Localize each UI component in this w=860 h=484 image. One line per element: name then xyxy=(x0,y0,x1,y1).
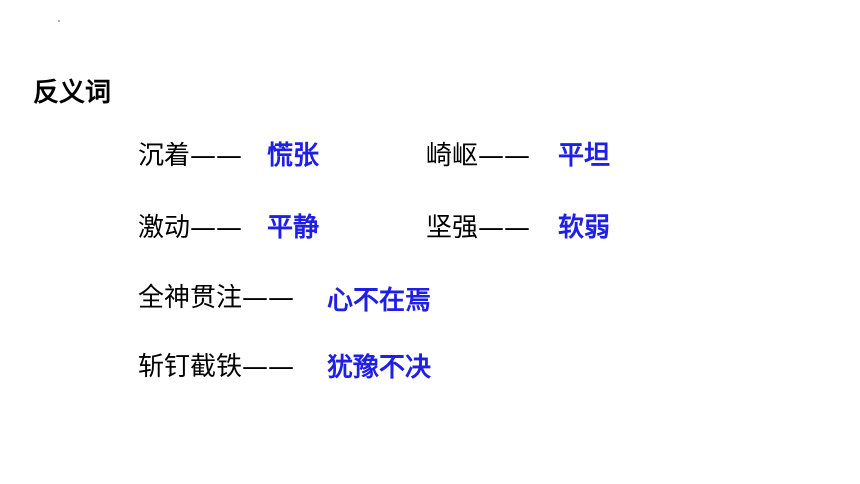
pair-term: 全神贯注 xyxy=(138,283,243,313)
pair-term: 斩钉截铁 xyxy=(138,352,243,382)
pair-answer-quanshenguanzhu: 心不在焉 xyxy=(327,284,431,318)
pair-dash: —— xyxy=(242,283,295,313)
pair-term: 崎岖 xyxy=(426,141,479,171)
pair-quanshenguanzhu: 全神贯注—— xyxy=(138,281,294,315)
pair-answer-chenzhuo: 慌张 xyxy=(267,139,319,173)
pair-answer-qiqu: 平坦 xyxy=(558,139,610,173)
decorative-dot xyxy=(58,20,60,22)
pair-answer-zhandingjietie: 犹豫不决 xyxy=(327,351,431,385)
pair-zhandingjietie: 斩钉截铁—— xyxy=(138,350,294,384)
pair-answer: 平坦 xyxy=(558,141,611,171)
pair-chenzhuo: 沉着—— xyxy=(138,139,242,173)
pair-qiqu: 崎岖—— xyxy=(426,139,530,173)
pair-jianqiang: 坚强—— xyxy=(426,211,530,245)
pair-answer-jianqiang: 软弱 xyxy=(558,211,610,245)
pair-answer: 平静 xyxy=(267,213,320,243)
page-title: 反义词 xyxy=(33,78,112,108)
pair-dash: —— xyxy=(190,141,243,171)
pair-dash: —— xyxy=(190,213,243,243)
pair-answer: 软弱 xyxy=(558,213,611,243)
pair-dash: —— xyxy=(478,213,531,243)
pair-answer-jidong: 平静 xyxy=(267,211,319,245)
pair-term: 坚强 xyxy=(426,213,479,243)
pair-term: 沉着 xyxy=(138,141,191,171)
pair-answer: 心不在焉 xyxy=(327,286,432,316)
pair-dash: —— xyxy=(478,141,531,171)
pair-answer: 犹豫不决 xyxy=(327,353,432,383)
pair-jidong: 激动—— xyxy=(138,211,242,245)
pair-dash: —— xyxy=(242,352,295,382)
pair-term: 激动 xyxy=(138,213,191,243)
pair-answer: 慌张 xyxy=(267,141,320,171)
